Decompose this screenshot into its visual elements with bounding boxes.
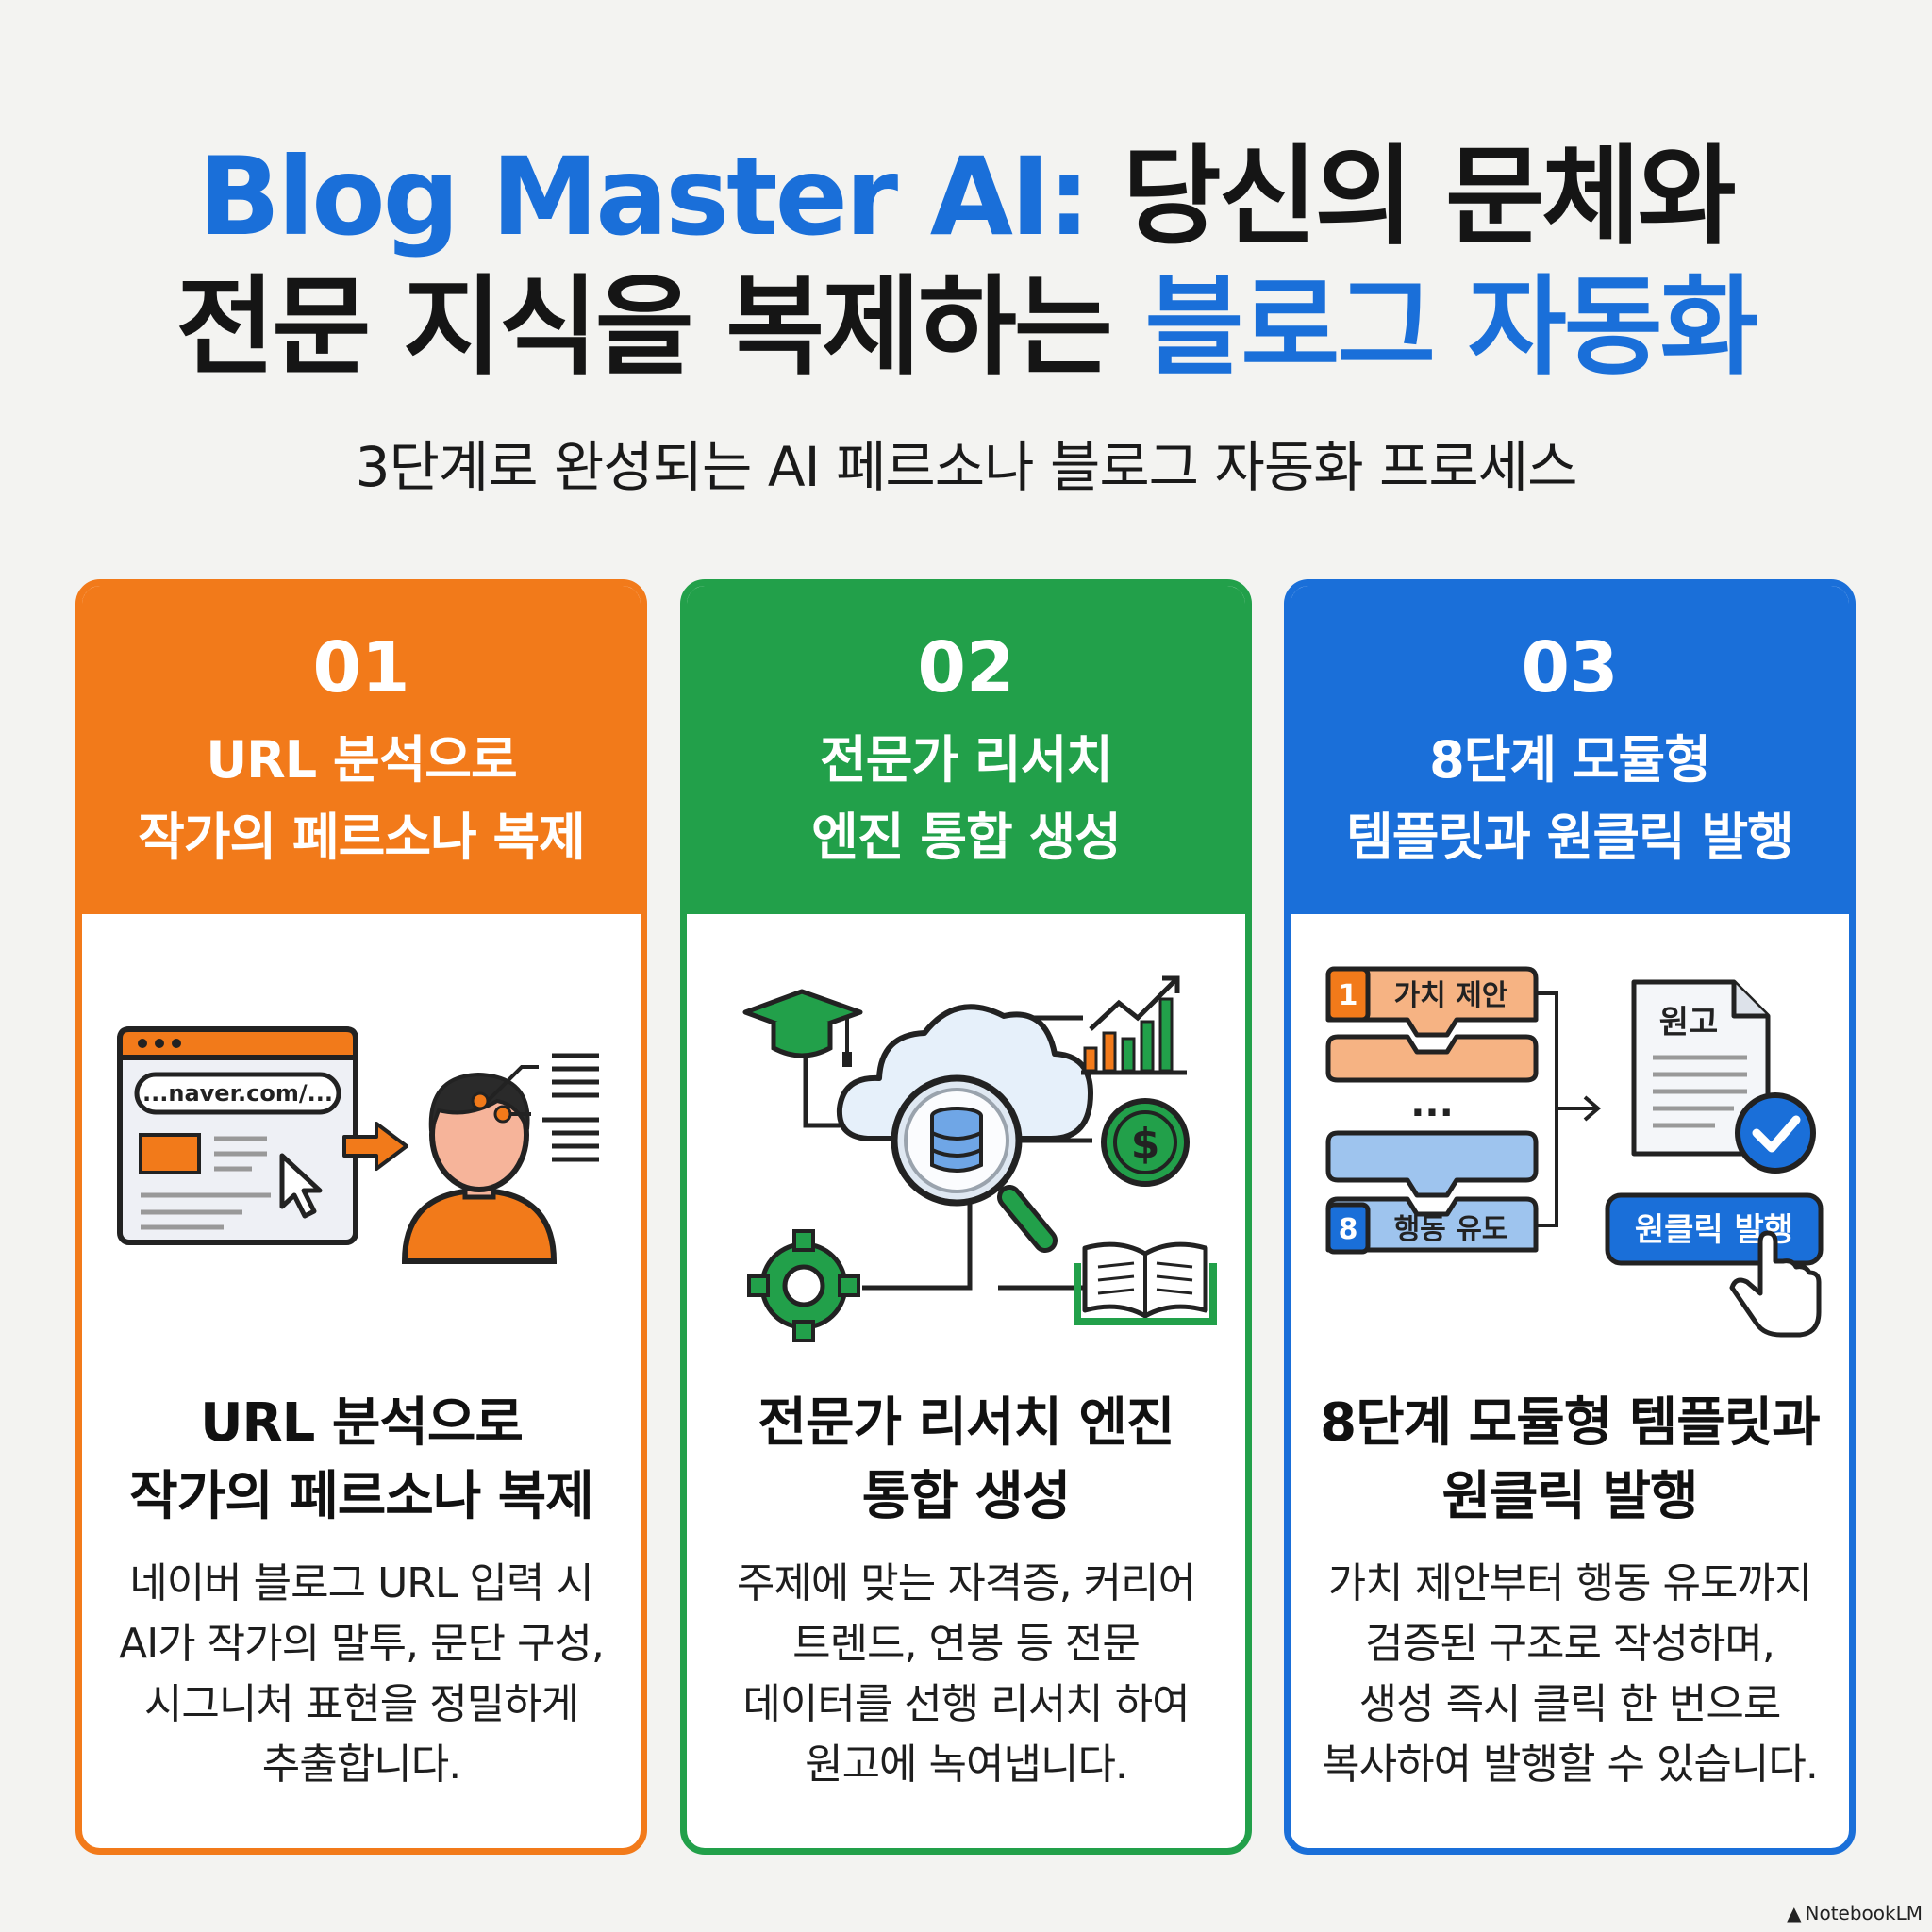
step-title-line: 8단계 모듈형 템플릿과 — [1320, 1392, 1821, 1454]
title-text-2: 전문 지식을 복제하는 — [175, 264, 1145, 390]
step-card-header: 01 URL 분석으로 작가의 페르소나 복제 — [82, 586, 641, 914]
gear-icon — [747, 1229, 860, 1342]
step-description-line: 추출합니다. — [261, 1740, 461, 1789]
module-block-icon: 1 가치 제안 — [1325, 966, 1539, 1083]
step-number: 02 — [917, 627, 1015, 708]
graduation-cap-icon — [742, 989, 863, 1067]
step-title-line: 원클릭 발행 — [1441, 1466, 1698, 1527]
open-book-icon — [1074, 1241, 1217, 1325]
cursor-arrow-icon — [279, 1153, 323, 1219]
step-illustration: $ — [687, 916, 1245, 1576]
step-description-line: 생성 즉시 클릭 한 번으로 — [1358, 1680, 1782, 1728]
step-description-line: 가치 제안부터 행동 유도까지 — [1327, 1559, 1813, 1607]
step-header-line: 템플릿과 원클릭 발행 — [1346, 808, 1794, 867]
step-header-line: 작가의 페르소나 복제 — [138, 808, 586, 867]
step-description-line: AI가 작가의 말투, 문단 구성, — [119, 1620, 605, 1668]
svg-text:$: $ — [1131, 1120, 1160, 1168]
step-title-line: 전문가 리서치 엔진 — [758, 1392, 1174, 1454]
step-number: 01 — [312, 627, 410, 708]
text-lines-icon — [542, 1053, 599, 1162]
step-description-line: 복사하여 발행할 수 있습니다. — [1322, 1740, 1819, 1789]
right-arrow-icon — [342, 1122, 408, 1171]
pointer-hand-icon — [1729, 1230, 1822, 1338]
page-subtitle: 3단계로 완성되는 AI 페르소나 블로그 자동화 프로세스 — [355, 435, 1578, 499]
doc-label: 원고 — [1659, 1004, 1719, 1041]
template-illustration: 1 가치 제안 ... 8 행동 유도 원고 — [1325, 966, 1824, 1338]
page-title-line-1: Blog Master AI: 당신의 문체와 — [0, 143, 1932, 251]
ellipsis-icon: ... — [1410, 1082, 1454, 1125]
module-last-label: 행동 유도 — [1394, 1213, 1508, 1246]
brand-watermark: ▲NotebookLM — [1787, 1902, 1923, 1924]
step-number: 03 — [1521, 627, 1619, 708]
brand-label: NotebookLM — [1805, 1902, 1924, 1924]
page-title-line-2: 전문 지식을 복제하는 블로그 자동화 — [0, 274, 1932, 381]
url-text: ...naver.com/... — [142, 1080, 333, 1107]
step-description-line: 주제에 맞는 자격증, 커리어 — [736, 1559, 1196, 1607]
step-card-header: 03 8단계 모듈형 템플릿과 원클릭 발행 — [1291, 586, 1849, 914]
growth-chart-icon — [1081, 975, 1187, 1075]
step-header-line: 엔진 통합 생성 — [811, 808, 1122, 867]
step-card-1: 01 URL 분석으로 작가의 페르소나 복제 ...naver.com/... — [75, 579, 647, 1855]
step-card-header: 02 전문가 리서치 엔진 통합 생성 — [687, 586, 1245, 914]
step-header-line: 전문가 리서치 — [820, 730, 1113, 790]
title-highlight: 블로그 자동화 — [1144, 264, 1759, 390]
module-last-num: 8 — [1339, 1213, 1358, 1246]
module-block-icon: 8 행동 유도 — [1325, 1130, 1539, 1255]
browser-window-icon: ...naver.com/... — [117, 1026, 358, 1245]
step-illustration: ...naver.com/... — [82, 916, 641, 1576]
step-description-line: 데이터를 선행 리서치 하여 — [742, 1680, 1190, 1728]
module-first-num: 1 — [1339, 979, 1358, 1012]
step-description-line: 검증된 구조로 작성하며, — [1365, 1620, 1775, 1668]
step-illustration: 1 가치 제안 ... 8 행동 유도 원고 — [1291, 916, 1849, 1576]
right-arrow-icon — [1557, 1095, 1602, 1122]
step-card-2: 02 전문가 리서치 엔진 통합 생성 — [680, 579, 1252, 1855]
person-icon — [401, 1065, 558, 1264]
step-header-line: URL 분석으로 — [206, 730, 517, 790]
document-icon: 원고 — [1631, 979, 1771, 1157]
step-title-line: 작가의 페르소나 복제 — [129, 1466, 594, 1527]
persona-illustration: ...naver.com/... — [117, 1026, 599, 1264]
step-description-line: 원고에 녹여냅니다. — [805, 1740, 1128, 1789]
magnifier-database-icon — [891, 1074, 1058, 1253]
step-description-line: 네이버 블로그 URL 입력 시 — [129, 1559, 594, 1607]
step-title-line: 통합 생성 — [861, 1466, 1072, 1527]
notebook-logo-icon: ▲ — [1787, 1902, 1802, 1924]
module-first-label: 가치 제안 — [1394, 979, 1508, 1012]
step-description-line: 시그니처 표현을 정밀하게 — [143, 1680, 579, 1728]
step-header-line: 8단계 모듈형 — [1429, 730, 1711, 790]
step-title-line: URL 분석으로 — [200, 1392, 524, 1454]
dollar-coin-icon: $ — [1101, 1098, 1190, 1187]
step-description-line: 트렌드, 연봉 등 전문 — [792, 1620, 1141, 1668]
check-circle-icon — [1735, 1092, 1816, 1174]
research-illustration: $ — [742, 975, 1217, 1342]
title-text-1: 당신의 문체와 — [1088, 134, 1737, 259]
step-card-3: 03 8단계 모듈형 템플릿과 원클릭 발행 1 가치 제안 ... 8 행동 … — [1284, 579, 1856, 1855]
title-brand: Blog Master AI: — [198, 134, 1091, 259]
